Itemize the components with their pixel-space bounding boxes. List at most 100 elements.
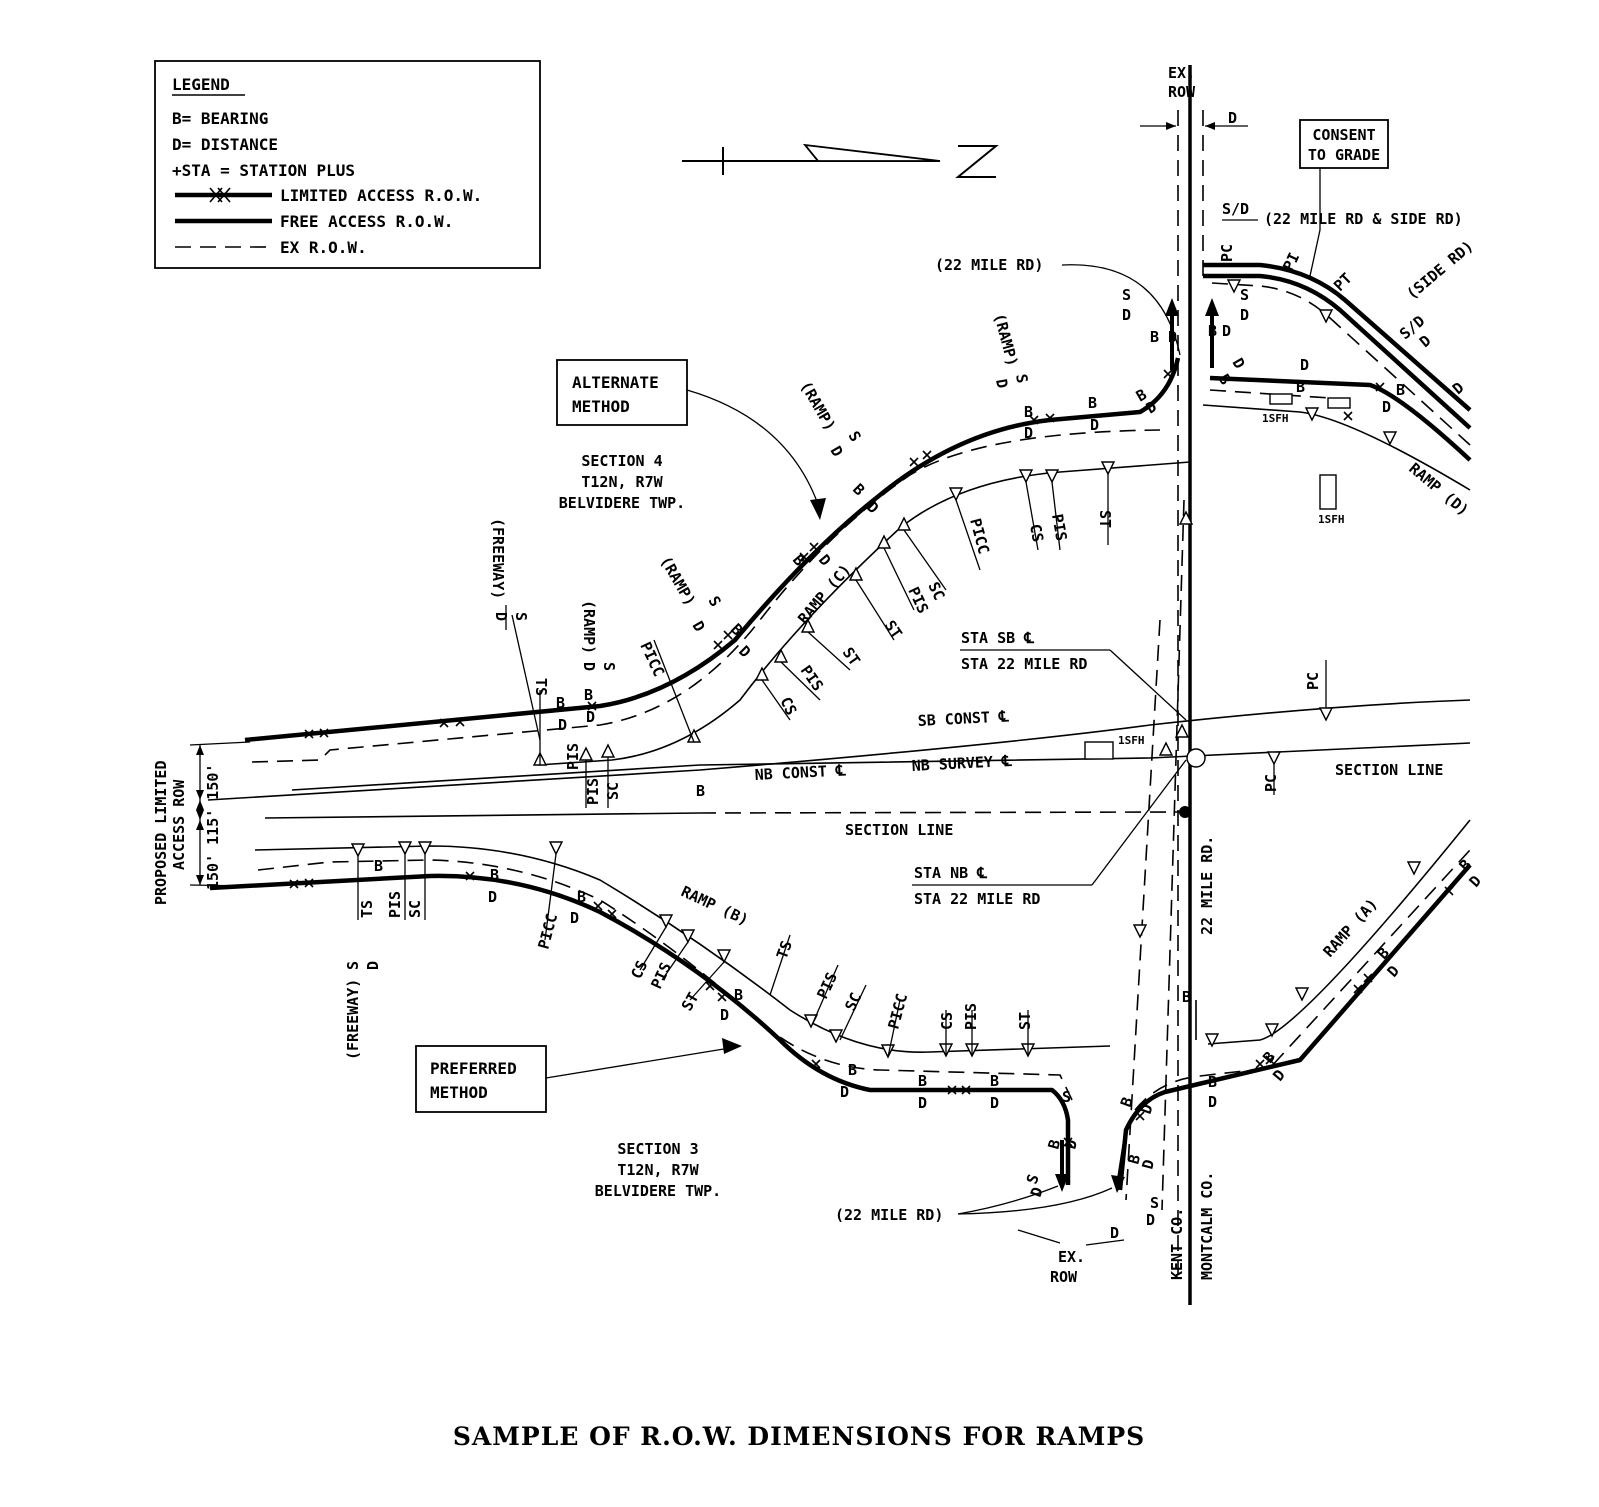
legend-station-plus: +STA = STATION PLUS — [172, 161, 355, 180]
svg-text:(RAMP): (RAMP) — [797, 378, 840, 434]
svg-text:B: B — [1124, 1153, 1144, 1166]
limited-access-marks-top — [304, 369, 1173, 739]
svg-text:ST: ST — [678, 989, 703, 1014]
ramp-a-row — [1111, 819, 1472, 1193]
svg-text:B: B — [1296, 378, 1305, 396]
ex-row-label-bottom-2: ROW — [1050, 1268, 1078, 1286]
svg-text:1SFH: 1SFH — [1318, 513, 1345, 526]
svg-text:D: D — [992, 378, 1011, 390]
svg-text:ST: ST — [1016, 1012, 1034, 1030]
svg-text:PROPOSED LIMITED: PROPOSED LIMITED — [152, 761, 170, 906]
svg-text:PIS: PIS — [647, 960, 675, 992]
svg-text:(FREEWAY): (FREEWAY) — [344, 979, 362, 1060]
svg-text:D: D — [1384, 962, 1403, 981]
svg-text:SECTION 4: SECTION 4 — [581, 452, 662, 470]
ex-row-label-top-1: EX. — [1168, 64, 1195, 82]
svg-text:PIS: PIS — [386, 891, 404, 918]
svg-text:CS: CS — [1026, 523, 1047, 544]
alternate-method-row — [244, 298, 1191, 766]
kent-county-label: KENT CO. — [1168, 1208, 1186, 1280]
svg-text:PIS: PIS — [797, 662, 827, 695]
svg-text:D: D — [1229, 355, 1249, 372]
svg-text:S: S — [845, 428, 865, 445]
montcalm-county-label: MONTCALM CO. — [1198, 1172, 1216, 1280]
svg-text:(FREEWAY): (FREEWAY) — [489, 518, 507, 599]
svg-text:PIS: PIS — [962, 1003, 980, 1030]
svg-text:D: D — [1228, 109, 1237, 127]
svg-text:TS: TS — [773, 938, 796, 961]
consent-box — [1299, 119, 1389, 169]
svg-text:(SIDE RD): (SIDE RD) — [1403, 237, 1477, 303]
svg-text:D: D — [1168, 328, 1177, 346]
preferred-method-row — [209, 845, 1111, 1192]
svg-text:B: B — [1215, 371, 1235, 388]
svg-text:D: D — [1222, 322, 1231, 340]
svg-text:D: D — [1110, 1224, 1119, 1242]
svg-text:B: B — [918, 1072, 927, 1090]
ramp-d-line — [1202, 404, 1471, 491]
svg-text:B: B — [1456, 856, 1475, 875]
svg-text:D: D — [1061, 1138, 1081, 1151]
svg-text:S: S — [1240, 286, 1249, 304]
svg-text:D: D — [918, 1094, 927, 1112]
svg-text:PC: PC — [1304, 672, 1322, 690]
svg-text:D: D — [488, 888, 497, 906]
road-labels: SB CONST ℄ NB CONST ℄ NB SURVEY ℄ 1SFH S… — [678, 256, 1443, 1286]
svg-text:PIS: PIS — [813, 970, 841, 1002]
svg-text:1SFH: 1SFH — [1118, 734, 1145, 747]
svg-text:CS: CS — [627, 958, 651, 982]
svg-text:B: B — [849, 480, 868, 499]
svg-text:PICC: PICC — [884, 991, 911, 1031]
nb-const-line — [291, 757, 1151, 791]
section-line-west — [264, 812, 701, 819]
nb-survey-label: NB SURVEY ℄ — [911, 752, 1012, 775]
svg-text:PIS: PIS — [1048, 513, 1070, 543]
svg-text:S: S — [1012, 373, 1031, 385]
svg-text:S: S — [600, 662, 618, 671]
svg-text:SECTION 3: SECTION 3 — [617, 1140, 698, 1158]
svg-text:B: B — [1208, 322, 1217, 340]
legend-bearing: B= BEARING — [172, 109, 268, 128]
svg-text:ST: ST — [839, 644, 864, 669]
svg-text:CS: CS — [776, 694, 800, 718]
svg-text:D: D — [735, 642, 754, 661]
svg-text:B: B — [490, 866, 499, 884]
alternate-method-box: ALTERNATE METHOD — [556, 359, 826, 520]
legend-distance: D= DISTANCE — [172, 135, 278, 154]
legend-ex-row: EX R.O.W. — [280, 238, 367, 257]
svg-text:S: S — [1150, 1194, 1159, 1212]
north-arrow-icon — [682, 143, 999, 178]
ramp-c-label: RAMP (C) — [794, 561, 854, 628]
svg-text:B: B — [848, 1061, 857, 1079]
svg-text:(RAMP): (RAMP) — [990, 311, 1021, 368]
svg-text:D: D — [558, 716, 567, 734]
svg-text:PC: PC — [1218, 244, 1236, 262]
legend-limited-access: LIMITED ACCESS R.O.W. — [280, 186, 482, 205]
ramp-b-label: RAMP (B) — [678, 882, 751, 929]
ramp-a-line — [1207, 819, 1471, 1045]
svg-text:CONSENT: CONSENT — [1312, 126, 1375, 144]
section-line-label-west: SECTION LINE — [845, 821, 953, 839]
svg-text:B: B — [1024, 403, 1033, 421]
svg-text:D: D — [1024, 424, 1033, 442]
svg-text:BELVIDERE TWP.: BELVIDERE TWP. — [595, 1182, 721, 1200]
svg-text:ST: ST — [1096, 510, 1114, 528]
svg-text:D: D — [364, 961, 382, 970]
svg-text:B: B — [577, 888, 586, 906]
svg-text:S: S — [1023, 1172, 1043, 1187]
svg-text:S: S — [705, 593, 725, 610]
svg-text:STA 22 MILE RD: STA 22 MILE RD — [914, 890, 1040, 908]
svg-text:150' 115' 150': 150' 115' 150' — [204, 764, 222, 890]
proposed-row-dimension: PROPOSED LIMITED ACCESS ROW 150' 115' 15… — [152, 741, 251, 906]
svg-text:(RAMP): (RAMP) — [580, 600, 598, 654]
section-4-label: SECTION 4 T12N, R7W BELVIDERE TWP. — [559, 452, 685, 512]
svg-text:D: D — [990, 1094, 999, 1112]
ramp-b-line — [254, 845, 1111, 1053]
svg-text:PI: PI — [1279, 250, 1303, 274]
svg-text:SC: SC — [406, 900, 424, 918]
station-leaders — [357, 474, 1327, 1058]
svg-text:CS: CS — [938, 1012, 956, 1030]
svg-text:METHOD: METHOD — [572, 397, 630, 416]
svg-text:PICC: PICC — [636, 639, 668, 679]
svg-text:METHOD: METHOD — [430, 1083, 488, 1102]
